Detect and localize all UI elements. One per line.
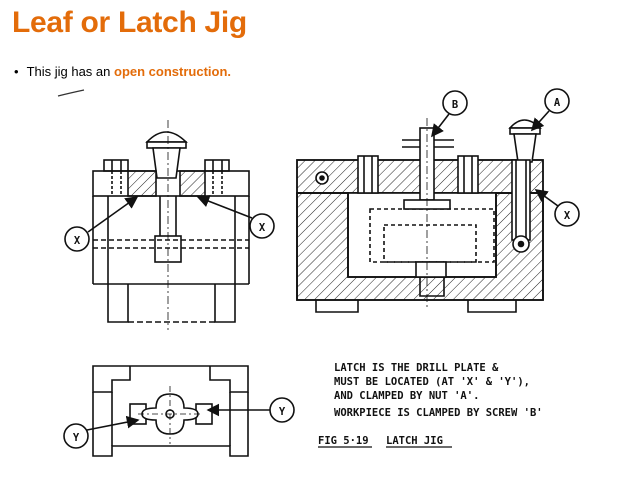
label-x-right-text: X	[564, 210, 571, 222]
note-line-1: LATCH IS THE DRILL PLATE &	[334, 362, 499, 374]
label-a	[530, 88, 570, 132]
note-line-3: AND CLAMPED BY NUT 'A'.	[334, 390, 479, 402]
figure-caption: LATCH JIG	[386, 435, 443, 447]
left-elevation-view	[92, 120, 250, 330]
note-line-2: MUST BE LOCATED (AT 'X' & 'Y'),	[334, 376, 530, 388]
bullet-dot: •	[14, 64, 19, 79]
label-y-left	[63, 415, 140, 449]
label-a-text: A	[554, 97, 561, 109]
label-x-left-1-text: X	[74, 235, 81, 247]
label-x-left-2	[196, 195, 275, 239]
note-line-4: WORKPIECE IS CLAMPED BY SCREW 'B'	[334, 407, 543, 419]
label-y-right-text: Y	[279, 406, 286, 418]
bullet-item: • This jig has an open construction.	[14, 64, 231, 79]
bullet-text: This jig has an	[26, 64, 111, 79]
label-x-left-1	[64, 196, 139, 252]
label-x-left-2-text: X	[259, 222, 266, 234]
label-x-right	[534, 189, 580, 227]
plan-view	[92, 365, 249, 457]
right-section-view	[296, 118, 544, 313]
label-b	[431, 90, 468, 138]
label-y-right	[206, 397, 295, 423]
bullet-highlight: open construction.	[114, 64, 232, 79]
label-y-left-text: Y	[73, 432, 80, 444]
figure-number: FIG 5·19	[318, 435, 369, 447]
label-b-text: B	[452, 99, 458, 111]
slide-title: Leaf or Latch Jig	[12, 6, 247, 39]
